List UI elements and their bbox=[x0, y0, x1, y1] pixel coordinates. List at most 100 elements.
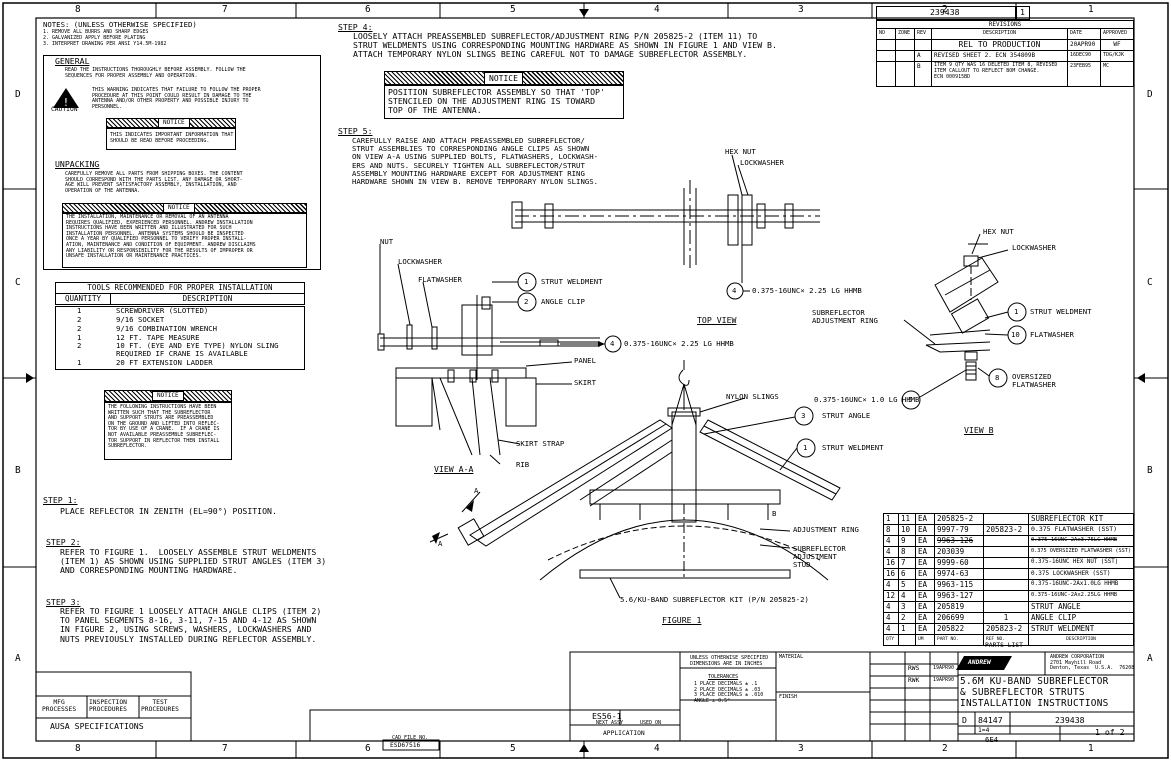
callout-skirt: SKIRT bbox=[574, 378, 596, 387]
view-b-label: VIEW B bbox=[964, 425, 994, 435]
part-qty: 4 bbox=[883, 535, 899, 547]
part-desc: 0.375-16UNC-2Ax3.75LG HHMB bbox=[1028, 535, 1134, 547]
callout-strut-weldment-c: STRUT WELDMENT bbox=[1030, 307, 1092, 316]
rev-rel: REL TO PRODUCTION bbox=[931, 39, 1068, 51]
proc-mfg: MFG PROCESSES bbox=[42, 699, 77, 714]
tools-body bbox=[55, 306, 305, 370]
part-no: 205825-2 bbox=[934, 513, 984, 525]
callout-bolt-225-a: 0.375-16UNC× 2.25 LG HHMB bbox=[624, 339, 734, 348]
part-item: 10 bbox=[898, 524, 916, 536]
notice-text-3: THE FOLLOWING INSTRUCTIONS HAVE BEEN WRI… bbox=[108, 404, 220, 450]
part-item: 6 bbox=[898, 568, 916, 580]
callout-num-10: 10 bbox=[1011, 330, 1020, 339]
parts-header-um: UM bbox=[915, 634, 935, 646]
parts-header-part: PART NO. bbox=[934, 634, 984, 646]
notice-label-1: NOTICE bbox=[158, 118, 190, 128]
callout-bolt-10: 0.375-16UNC× 1.0 LG HHMB bbox=[814, 395, 920, 404]
callout-subreflector-stud: SUBREFLECTOR ADJUSTMENT STUD bbox=[793, 544, 846, 570]
callout-flatwasher-b: FLATWASHER bbox=[1030, 330, 1074, 339]
step2-title: STEP 2: bbox=[46, 537, 81, 547]
part-um: EA bbox=[915, 612, 935, 624]
part-item: 8 bbox=[898, 546, 916, 558]
part-desc: 0.375-16UNC HEX NUT (SST) bbox=[1028, 557, 1134, 569]
callout-sub-adj-ring: SUBREFLECTOR ADJUSTMENT RING bbox=[812, 308, 878, 326]
part-qty: 4 bbox=[883, 612, 899, 624]
part-qty: 16 bbox=[883, 557, 899, 569]
zone-top-6: 6 bbox=[365, 4, 371, 15]
part-ref bbox=[983, 579, 1029, 591]
rev-a: A bbox=[914, 50, 932, 62]
notes-line-1: 1. REMOVE ALL BURRS AND SHARP EDGES bbox=[43, 29, 149, 35]
sheet-mark: 6E4 bbox=[985, 735, 999, 744]
tools-title: TOOLS RECOMMENDED FOR PROPER INSTALLATIO… bbox=[55, 282, 305, 294]
tools-desc-5: 20 FT EXTENSION LADDER bbox=[116, 358, 213, 367]
step3-text: REFER TO FIGURE 1 LOOSELY ATTACH ANGLE C… bbox=[60, 606, 322, 644]
part-desc: 0.375-16UNC-2Ax1.0LG HHMB bbox=[1028, 579, 1134, 591]
sheet-no-top: 1 bbox=[1020, 7, 1025, 17]
title-line-1: 5.6M KU-BAND SUBREFLECTOR bbox=[960, 676, 1109, 687]
notice-text-1: THIS INDICATES IMPORTANT INFORMATION THA… bbox=[110, 132, 234, 144]
notice-box-2 bbox=[62, 213, 307, 268]
part-desc: STRUT ANGLE bbox=[1028, 601, 1134, 613]
callout-strut-weldment-b: STRUT WELDMENT bbox=[822, 443, 884, 452]
callout-nut: NUT bbox=[380, 237, 394, 246]
part-item: 5 bbox=[898, 579, 916, 591]
part-ref bbox=[983, 568, 1029, 580]
part-item: 4 bbox=[898, 590, 916, 602]
part-qty: 4 bbox=[883, 579, 899, 591]
es-number: ES56-1 bbox=[592, 711, 622, 721]
view-aa-label: VIEW A-A bbox=[434, 464, 474, 474]
tools-header-desc: DESCRIPTION bbox=[110, 293, 305, 305]
part-um: EA bbox=[915, 579, 935, 591]
part-desc: STRUT WELDMENT bbox=[1028, 623, 1134, 635]
zone-top-1: 1 bbox=[1088, 4, 1094, 15]
rev-header-no: NO bbox=[876, 28, 896, 40]
callout-oversized-flatwasher: OVERSIZED FLATWASHER bbox=[1012, 372, 1056, 390]
zone-bottom-7: 7 bbox=[222, 743, 228, 754]
tools-table: TOOLS RECOMMENDED FOR PROPER INSTALLATIO… bbox=[55, 282, 305, 305]
zone-top-2: 2 bbox=[942, 4, 948, 15]
rev-a-appr: TDG/KJK bbox=[1100, 50, 1134, 62]
part-ref bbox=[983, 535, 1029, 547]
notes-header: NOTES: (UNLESS OTHERWISE SPECIFIED) bbox=[43, 20, 197, 29]
parts-header-qty: QTY bbox=[883, 634, 899, 646]
scale-value: 1=4 bbox=[978, 727, 990, 734]
zone-top-5: 5 bbox=[510, 4, 516, 15]
rev-b: B bbox=[914, 61, 932, 87]
callout-num-1b: 1 bbox=[803, 443, 808, 452]
caution-text: THIS WARNING INDICATES THAT FAILURE TO F… bbox=[92, 87, 261, 110]
part-item: 11 bbox=[898, 513, 916, 525]
notice-label-4: NOTICE bbox=[484, 72, 523, 85]
next-assy-label: NEXT ASSY bbox=[596, 720, 624, 726]
tools-desc-4: 10 FT. (EYE AND EYE TYPE) NYLON SLING RE… bbox=[116, 341, 279, 359]
part-desc: 0.375 FLATWASHER (SST) bbox=[1028, 524, 1134, 536]
part-desc: 0.375-16UNC-2Ax2.25LG HHMB bbox=[1028, 590, 1134, 602]
section-a-top: A bbox=[474, 486, 479, 495]
zone-bottom-8: 8 bbox=[75, 743, 81, 754]
part-item: 9 bbox=[898, 535, 916, 547]
revisions-table: REVISIONS NO ZONE REV DESCRIPTION DATE A… bbox=[876, 20, 1134, 87]
rev-rel-date: 20APR90 bbox=[1067, 39, 1101, 51]
fscm-no: 84147 bbox=[978, 715, 1003, 725]
callout-lockwasher-top: LOCKWASHER bbox=[740, 158, 784, 167]
zone-bottom-2: 2 bbox=[942, 743, 948, 754]
rev-header-desc: DESCRIPTION bbox=[931, 28, 1068, 40]
part-desc: SUBREFLECTOR KIT bbox=[1028, 513, 1134, 525]
rev-b-desc: ITEM 9 QTY WAS 16 DELETED ITEM 8, REVISE… bbox=[931, 61, 1068, 87]
part-ref: 205823-2 bbox=[983, 524, 1029, 536]
sheet-box-top bbox=[1016, 6, 1030, 20]
notice-box-1 bbox=[106, 128, 236, 150]
zone-left-c: C bbox=[15, 277, 21, 288]
part-no: 206699 bbox=[934, 612, 984, 624]
zone-left-d: D bbox=[15, 89, 21, 100]
zone-right-b: B bbox=[1147, 465, 1153, 476]
dwg-no-bottom: 239438 bbox=[1055, 715, 1085, 725]
proc-inspection: INSPECTION PROCEDURES bbox=[89, 699, 127, 714]
tools-desc-2: 9/16 COMBINATION WRENCH bbox=[116, 324, 218, 333]
notice-label-3: NOTICE bbox=[152, 391, 184, 401]
part-qty: 4 bbox=[883, 623, 899, 635]
zone-top-4: 4 bbox=[654, 4, 660, 15]
zone-bottom-1: 1 bbox=[1088, 743, 1094, 754]
part-no: 9997-79 bbox=[934, 524, 984, 536]
